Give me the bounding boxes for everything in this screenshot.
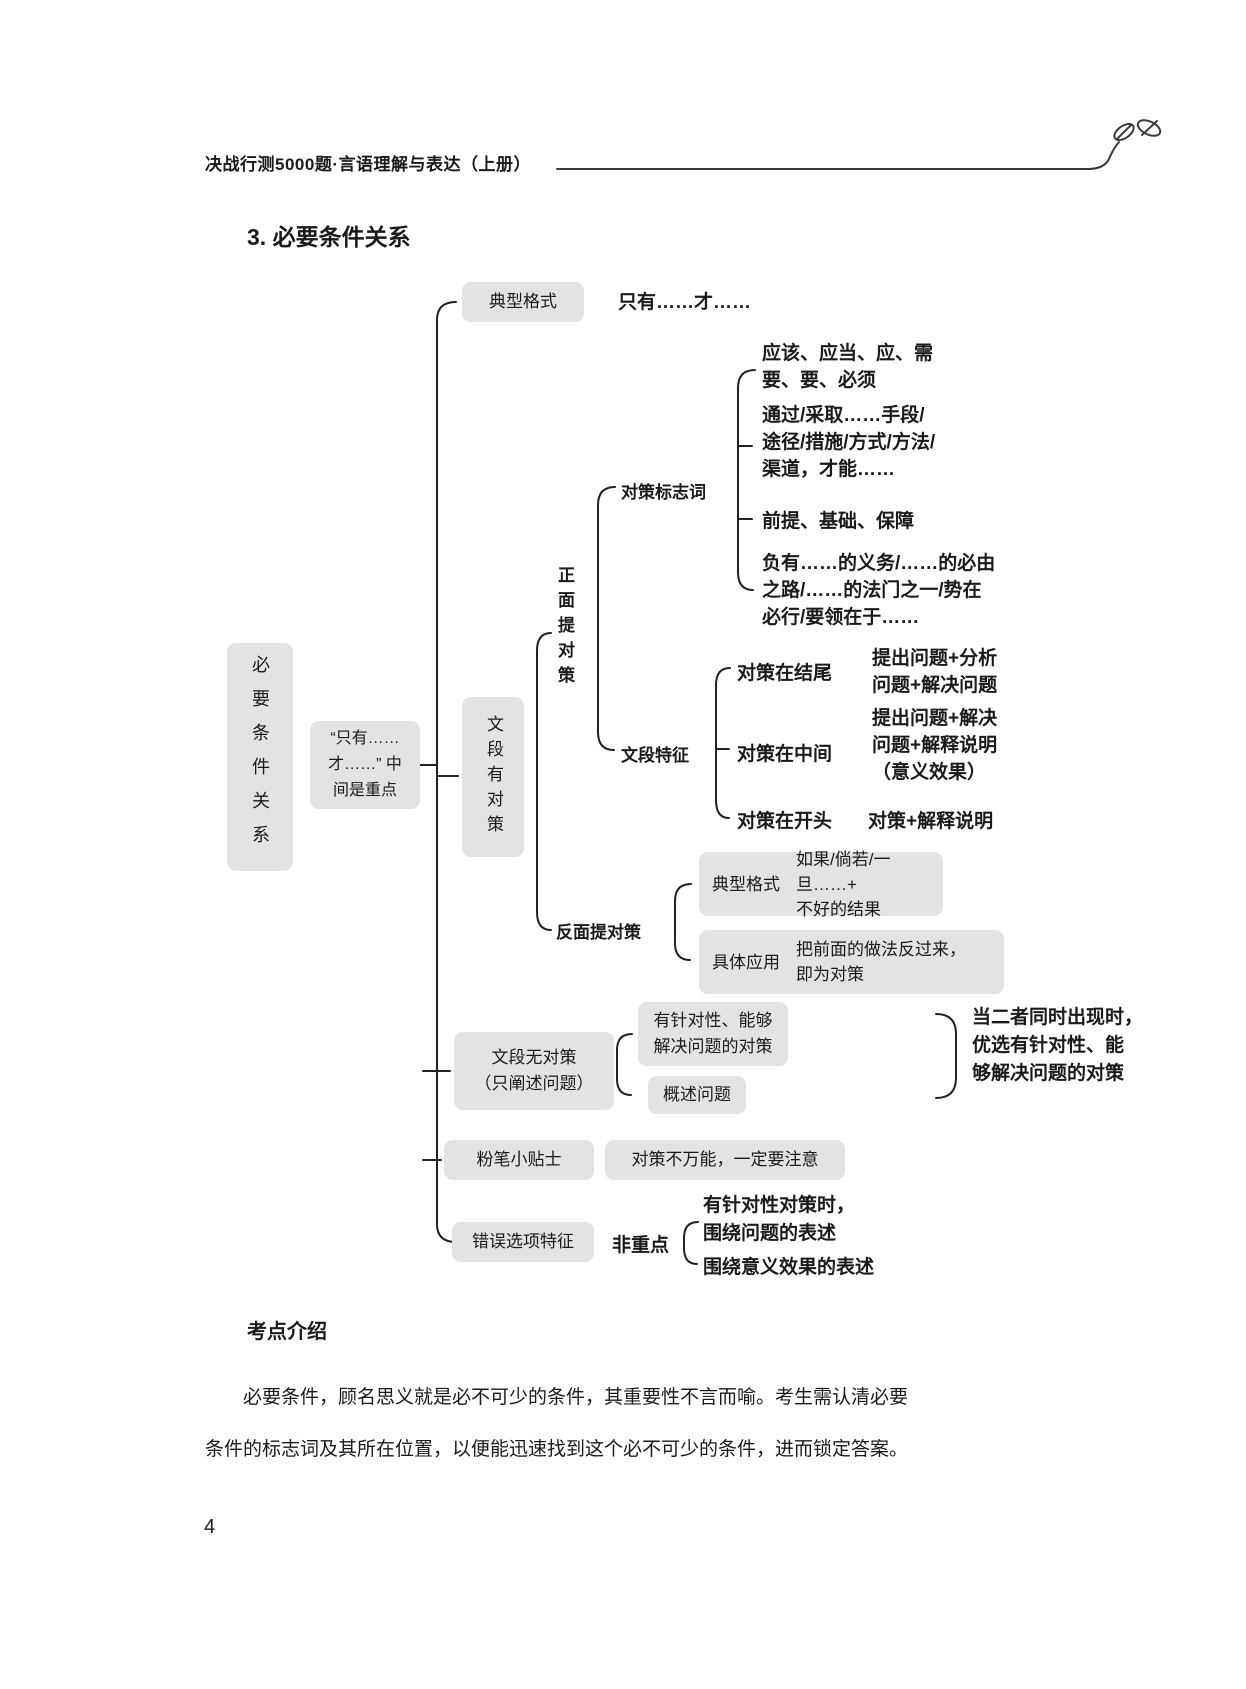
- node-sign-words: 对策标志词: [621, 483, 706, 502]
- negative-row-2: 具体应用 把前面的做法反过来， 即为对策: [699, 930, 1004, 994]
- negative-row-1-value: 如果/倘若/一旦……+ 不好的结果: [796, 849, 891, 919]
- node-wrong-options: 错误选项特征: [452, 1222, 594, 1262]
- page-number: 4: [204, 1516, 216, 1538]
- node-tip: 粉笔小贴士: [444, 1140, 594, 1180]
- bracket-level1: [419, 301, 459, 1243]
- node-negative: 反面提对策: [556, 923, 641, 942]
- none-option-2: 概述问题: [648, 1076, 746, 1114]
- bracket-none-options: [616, 1033, 633, 1096]
- wrong-item-1: 有针对性对策时， 围绕问题的表述: [703, 1195, 856, 1244]
- wrong-item-2: 围绕意义效果的表述: [703, 1257, 875, 1278]
- node-key-point: “只有…… 才……” 中 间是重点: [310, 721, 420, 809]
- sign-item-1: 应该、应当、应、需 要、要、必须: [762, 343, 934, 391]
- feature-pos-2: 对策在中间: [737, 744, 833, 765]
- negative-row-1: 典型格式 如果/倘若/一旦……+ 不好的结果: [699, 850, 943, 919]
- bracket-sign-items: [737, 369, 756, 591]
- typical-format-value: 只有……才……: [618, 292, 752, 313]
- sign-item-4: 负有……的义务/……的必由 之路/……的法门之一/势在 必行/要领在于……: [762, 553, 996, 628]
- bracket-positive-children: [597, 486, 616, 751]
- none-note: 当二者同时出现时， 优选有针对性、能 够解决问题的对策: [972, 1007, 1144, 1084]
- node-typical-format: 典型格式: [462, 282, 584, 322]
- feature-val-3: 对策+解释说明: [868, 811, 994, 832]
- feature-pos-3: 对策在开头: [737, 811, 833, 832]
- page-title: 3. 必要条件关系: [247, 224, 411, 250]
- intro-heading: 考点介绍: [247, 1321, 327, 1343]
- sign-item-3: 前提、基础、保障: [762, 511, 915, 532]
- negative-row-2-label: 具体应用: [712, 952, 780, 972]
- bracket-feature-rows: [715, 667, 731, 819]
- header-title: 决战行测5000题·言语理解与表达（上册）: [205, 155, 531, 174]
- node-root: 必要条件关系: [227, 643, 293, 871]
- sprout-icon: [556, 119, 1162, 170]
- feature-pos-1: 对策在结尾: [737, 663, 833, 684]
- bracket-has-children: [536, 632, 552, 931]
- wrong-key: 非重点: [612, 1235, 670, 1256]
- bracket-wrong-items: [683, 1221, 699, 1265]
- intro-paragraph: 必要条件，顾名思义就是必不可少的条件，其重要性不言而喻。考生需认清必要 条件的标…: [205, 1387, 909, 1460]
- tip-value: 对策不万能，一定要注意: [605, 1140, 845, 1180]
- negative-row-2-value: 把前面的做法反过来， 即为对策: [796, 940, 966, 984]
- node-positive: 正面提对策: [555, 566, 574, 691]
- node-no-countermeasure: 文段无对策 （只阐述问题）: [454, 1032, 614, 1110]
- node-passage-feature: 文段特征: [621, 746, 689, 765]
- negative-row-1-label: 典型格式: [712, 874, 780, 894]
- bracket-negative-rows: [674, 883, 692, 961]
- none-option-1: 有针对性、能够 解决问题的对策: [638, 1002, 788, 1066]
- brace-none-note: [935, 1013, 957, 1099]
- feature-val-1: 提出问题+分析 问题+解决问题: [872, 648, 998, 696]
- feature-val-2: 提出问题+解决 问题+解释说明 （意义效果）: [872, 708, 998, 783]
- node-has-countermeasure: 文段有对策: [462, 697, 524, 857]
- sign-item-2: 通过/采取……手段/ 途径/措施/方式/方法/ 渠道，才能……: [762, 405, 936, 480]
